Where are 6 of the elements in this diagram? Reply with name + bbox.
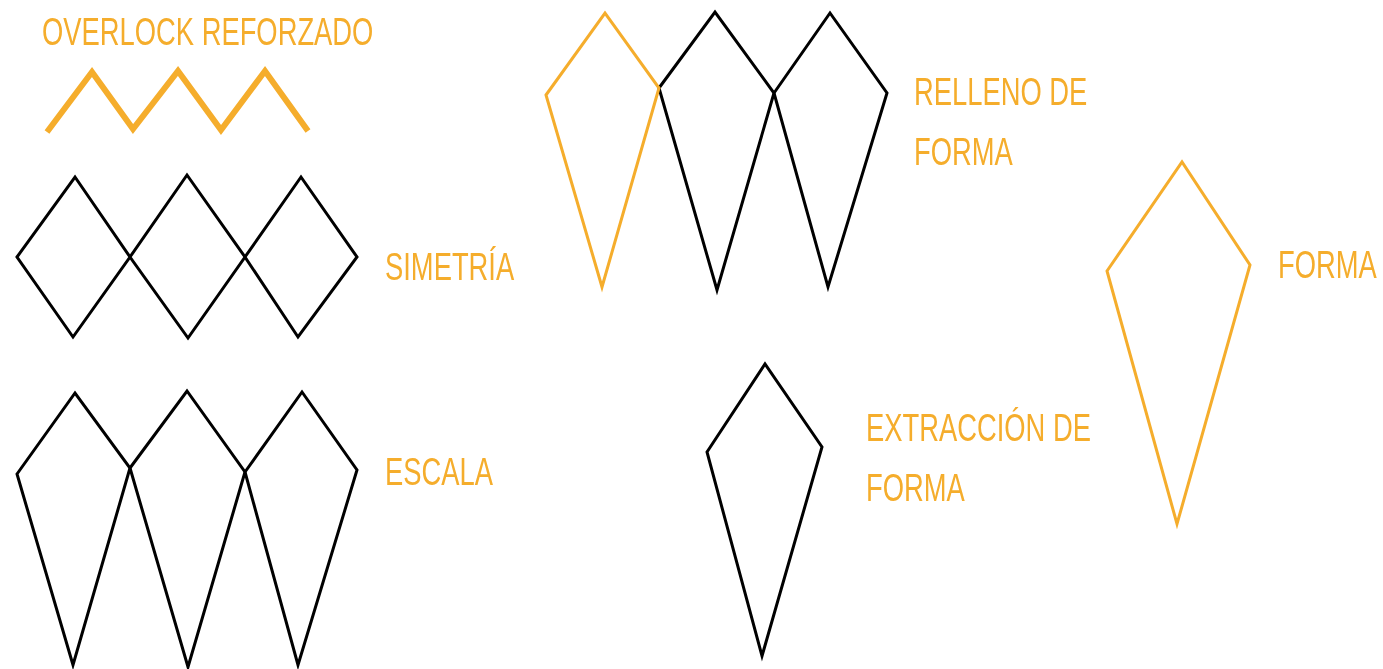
caption-text: FORMA bbox=[1278, 243, 1377, 288]
caption-text: ESCALA bbox=[385, 450, 493, 495]
caption-text: OVERLOCK REFORZADO bbox=[42, 10, 374, 55]
caption-text: EXTRACCIÓN DE FORMA bbox=[866, 406, 1092, 511]
caption-text: RELLENO DE FORMA bbox=[914, 70, 1089, 175]
caption-text: SIMETRÍA bbox=[385, 245, 515, 290]
